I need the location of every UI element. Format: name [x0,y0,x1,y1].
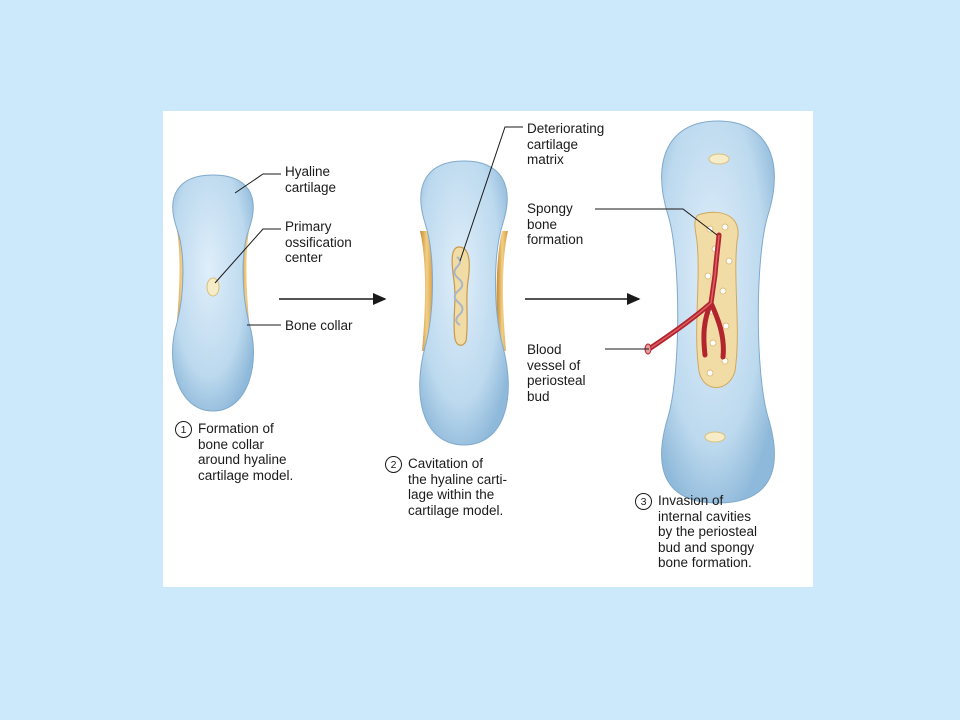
figure-panel: Hyaline cartilage Primary ossification c… [163,111,813,587]
stage-3-number: 3 [635,493,652,510]
stage-3-text: Invasion of internal cavities by the per… [658,493,758,570]
leader-hyaline-cartilage [234,173,281,194]
ossification-diagram [172,120,775,504]
stage-1-number: 1 [175,421,192,438]
label-deteriorating-cartilage-matrix: Deteriorating cartilage matrix [527,121,605,167]
stage-1-bone [172,174,254,412]
stage-2-bone [419,160,509,446]
secondary-center-bottom [704,431,726,443]
stage-2-text: Cavitation of the hyaline carti- lage wi… [408,456,508,518]
stage-3-bone [644,120,775,504]
stage-3-caption: 3 Invasion of internal cavities by the p… [635,493,757,571]
label-primary-ossification-center: Primary ossification center [285,219,352,265]
stage-2-number: 2 [385,456,402,473]
label-bone-collar: Bone collar [285,318,353,333]
leader-spongy-bone [595,208,718,236]
leader-deteriorating-matrix [459,126,523,262]
stage-1-text: Formation of bone collar around hyaline … [198,421,294,483]
label-spongy-bone-formation: Spongy bone formation [527,201,584,247]
label-blood-vessel: Blood vessel of periosteal bud [527,342,586,404]
stage-1-caption: 1 Formation of bone collar around hyalin… [175,421,293,483]
leader-ossification-center [214,228,281,284]
bone-collar-right-2 [496,231,508,351]
secondary-center-top [708,153,730,165]
label-hyaline-cartilage: Hyaline cartilage [285,164,337,195]
stage-2-caption: 2 Cavitation of the hyaline carti- lage … [385,456,507,518]
